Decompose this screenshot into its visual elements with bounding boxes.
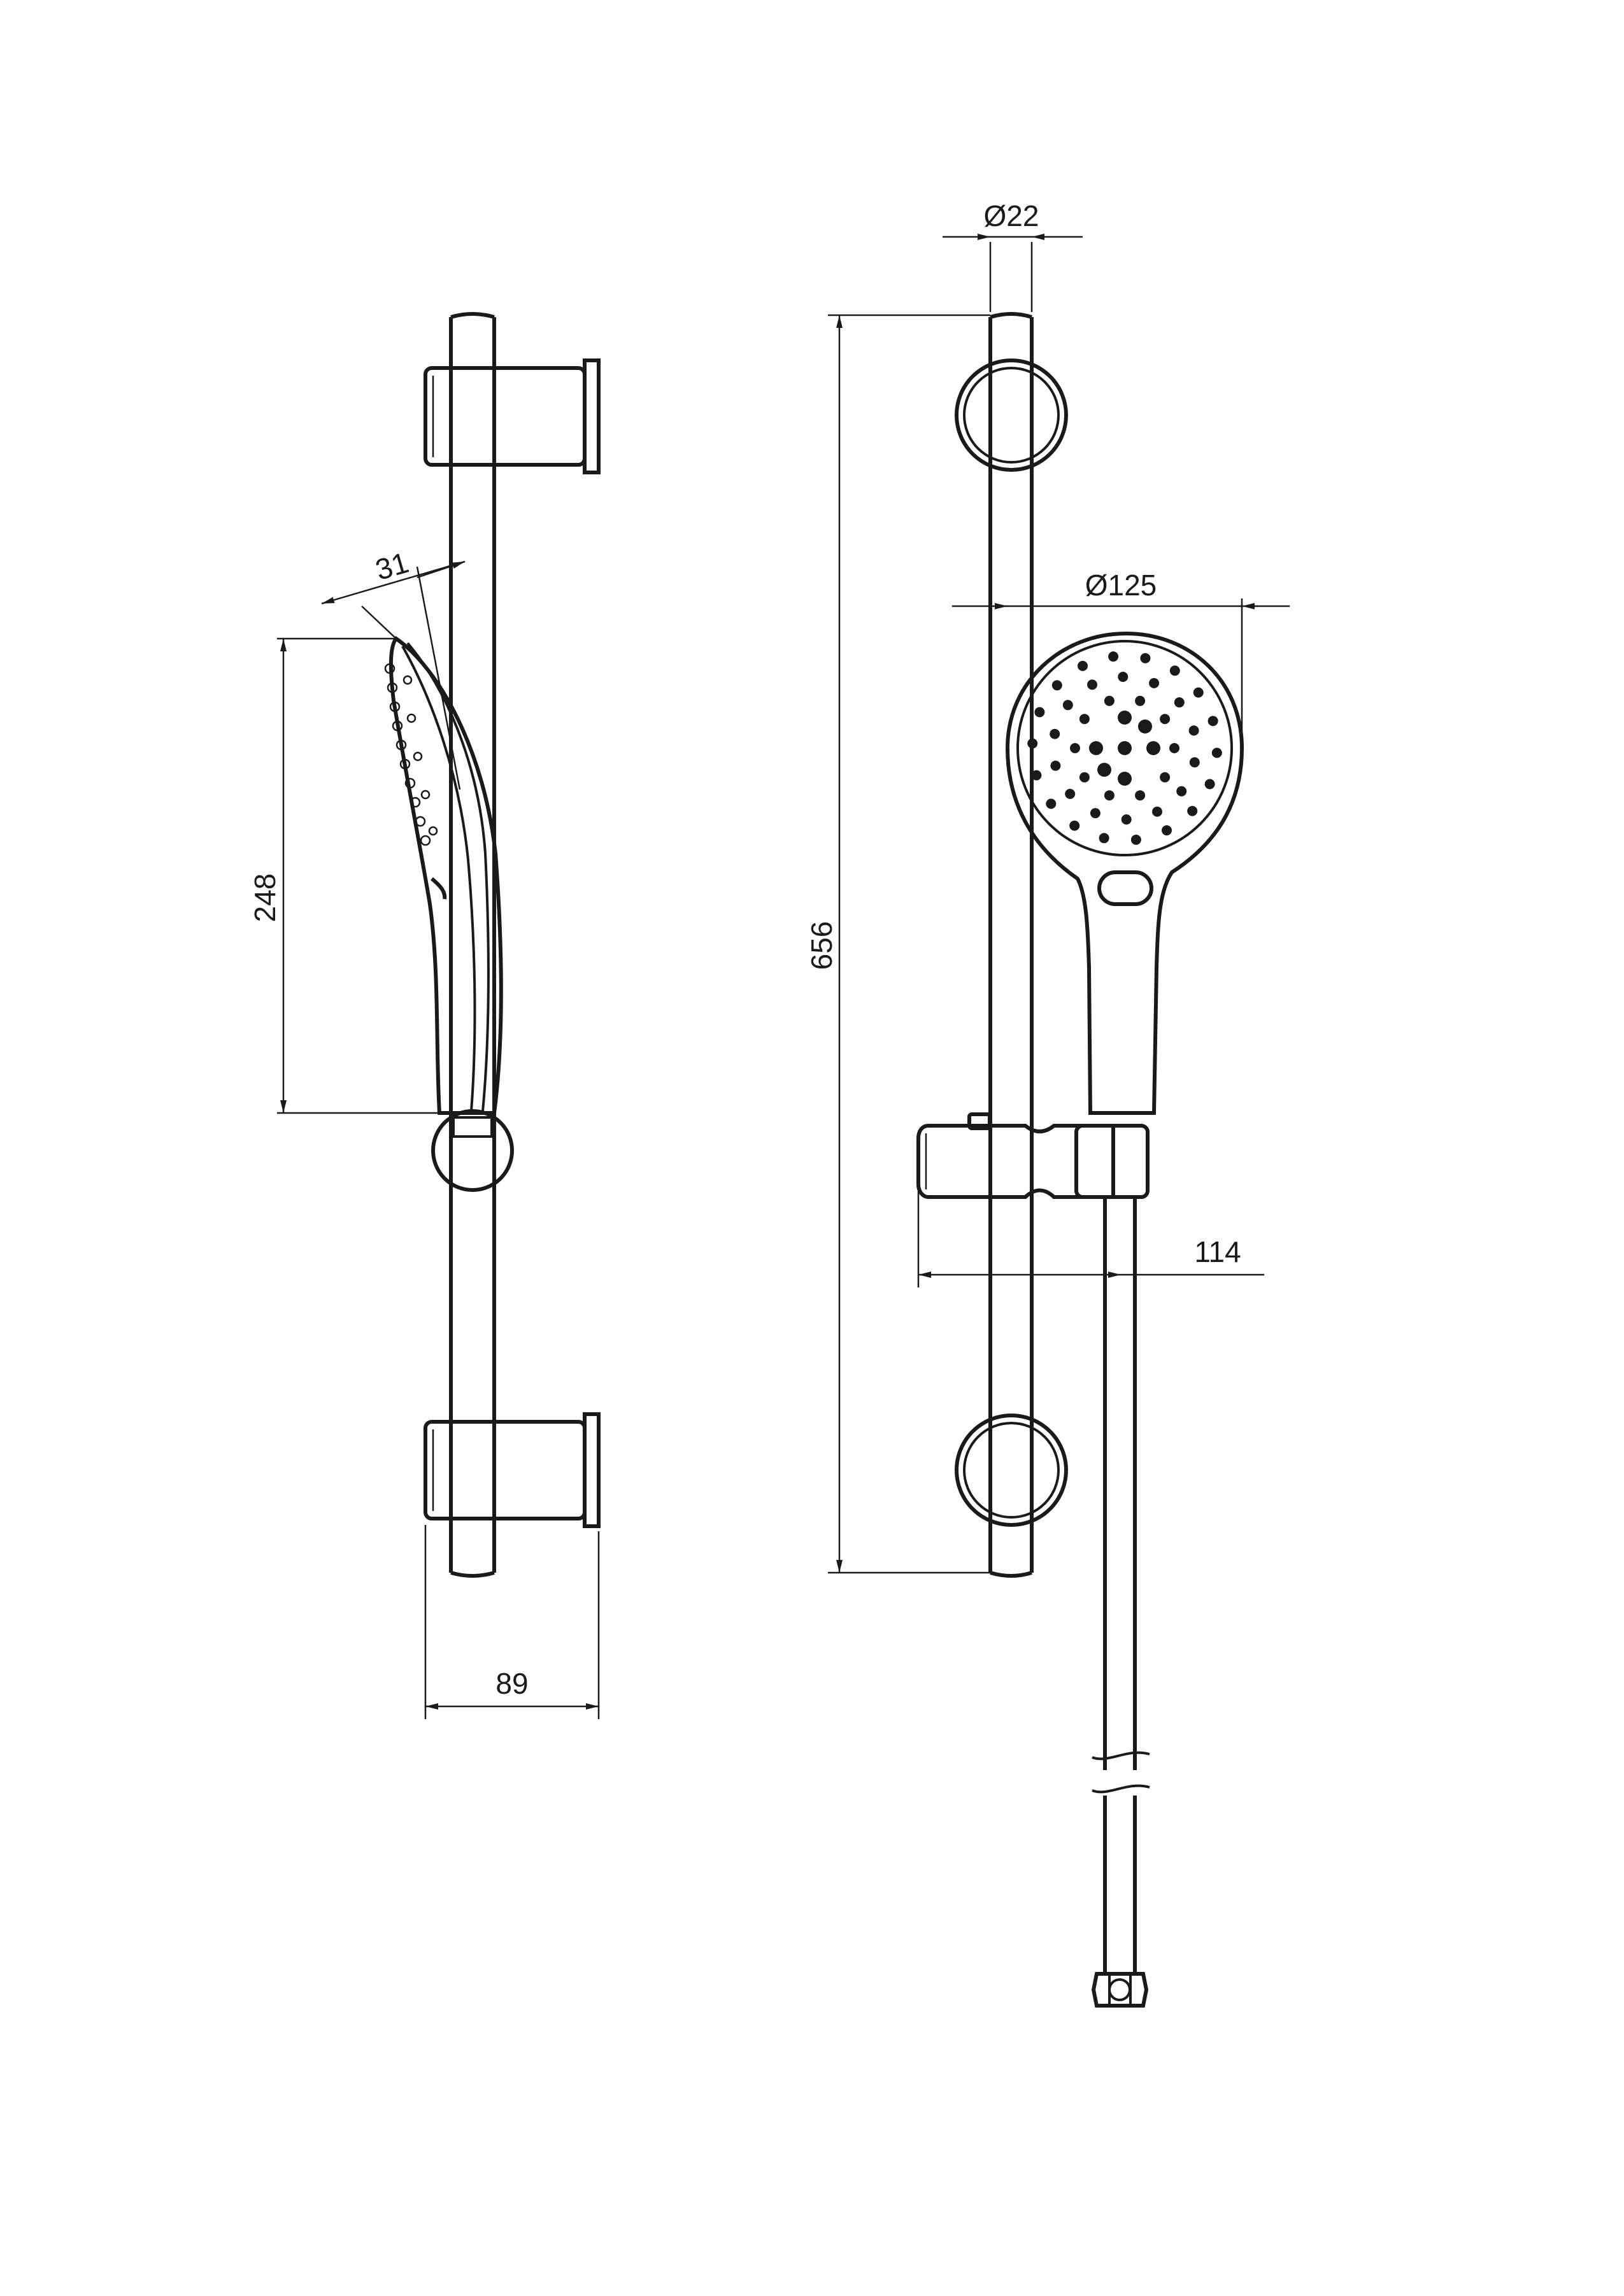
nozzle-dot [1050, 728, 1060, 739]
nozzle-dot [1160, 714, 1171, 725]
front-slider-holder [916, 1112, 1150, 1199]
nozzle-dot [1087, 679, 1097, 690]
side-holder-ring [431, 1109, 514, 1192]
dim-tube-diameter: Ø22 [943, 199, 1083, 312]
side-top-bracket [424, 358, 601, 474]
nozzle-dot [1118, 772, 1132, 786]
nozzle-dot [1031, 770, 1042, 781]
side-rail-tube [449, 312, 496, 1578]
side-nozzles [384, 663, 438, 846]
nozzle-dot [1051, 680, 1062, 691]
side-hand-shower [384, 635, 503, 1115]
dim-label-tube-diameter: Ø22 [984, 199, 1039, 232]
nozzle-dot [1211, 748, 1222, 758]
nozzle-dot [1065, 788, 1076, 799]
nozzle-dot [1146, 741, 1160, 755]
nozzle-dot [1104, 695, 1115, 706]
dim-bracket-depth: 89 [424, 1525, 600, 1719]
nozzle-dot [1118, 711, 1132, 725]
nozzle-dot [1099, 833, 1109, 844]
front-rail-tube [988, 312, 1034, 1578]
nozzle-dot [1034, 707, 1045, 718]
dim-label-head-thickness: 31 [372, 546, 413, 586]
nozzle-dot [1188, 725, 1199, 736]
dim-label-rail-length: 656 [805, 921, 838, 970]
nozzle-dot [1118, 741, 1132, 755]
nozzle-dot [1078, 660, 1088, 671]
nozzle-dot [1069, 820, 1080, 831]
nozzle-dot [1050, 760, 1061, 771]
dim-label-head-diameter: Ø125 [1085, 569, 1157, 602]
dim-head-thickness: 31 [321, 546, 466, 790]
dim-rail-length: 656 [805, 314, 990, 1574]
nozzle-dot [1027, 738, 1038, 749]
nozzle-dot [1149, 677, 1160, 688]
nozzle-dot [1174, 697, 1185, 708]
dim-label-holder-projection: 114 [1194, 1235, 1241, 1268]
nozzle-dot [1097, 763, 1111, 777]
front-hose [1091, 1197, 1150, 2008]
nozzle-dot [1135, 695, 1146, 706]
dim-holder-projection: 114 [917, 1191, 1264, 1287]
front-view: Ø22 Ø125 656 114 [805, 199, 1290, 2008]
side-bottom-bracket [424, 1412, 601, 1528]
nozzle-dot [1090, 808, 1100, 819]
nozzle-dot [1046, 798, 1057, 809]
front-bottom-bracket [955, 1414, 1068, 1573]
dim-head-length: 248 [248, 637, 446, 1114]
nozzle-dot [1070, 743, 1080, 753]
nozzle-dot [1140, 653, 1151, 663]
dim-head-diameter: Ø125 [952, 569, 1290, 751]
nozzle-dot [1160, 772, 1171, 783]
front-hand-shower [1005, 631, 1244, 1115]
nozzle-dot [1152, 806, 1162, 817]
nozzle-dot [1169, 743, 1179, 753]
nozzle-dot [1193, 687, 1204, 698]
nozzle-dot [1135, 790, 1146, 801]
spray-nozzles [1027, 651, 1222, 845]
nozzle-dot [1121, 814, 1132, 825]
nozzle-dot [1189, 757, 1200, 768]
dim-label-bracket-depth: 89 [495, 1667, 528, 1700]
front-top-bracket [955, 317, 1068, 472]
nozzle-dot [1118, 672, 1129, 682]
dim-label-head-length: 248 [248, 874, 281, 923]
nozzle-dot [1079, 714, 1090, 725]
nozzle-dot [1169, 665, 1180, 676]
nozzle-dot [1204, 779, 1215, 790]
nozzle-dot [1176, 786, 1187, 797]
nozzle-dot [1079, 772, 1090, 783]
nozzle-dot [1108, 651, 1119, 662]
nozzle-dot [1104, 790, 1115, 801]
nozzle-dot [1138, 719, 1152, 733]
nozzle-dot [1162, 825, 1172, 836]
nozzle-dot [1207, 716, 1218, 726]
nozzle-dot [1089, 741, 1103, 755]
nozzle-dot [1130, 834, 1141, 845]
side-view: 31 248 89 [248, 312, 601, 1719]
nozzle-dot [1187, 805, 1198, 816]
nozzle-dot [1062, 700, 1073, 711]
